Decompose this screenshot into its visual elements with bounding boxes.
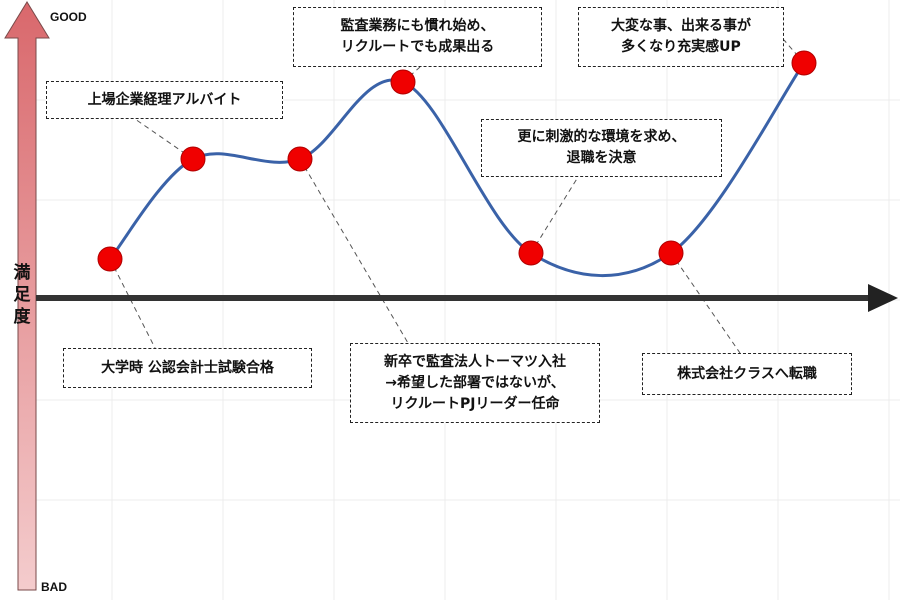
annotation-box: 上場企業経理アルバイト <box>46 81 283 119</box>
data-point-marker <box>791 50 817 76</box>
annotation-box: 新卒で監査法人トーマツ入社 →希望した部署ではないが、リクルートPJリーダー任命 <box>350 343 600 423</box>
y-bottom-label: BAD <box>41 580 67 594</box>
data-point-marker <box>518 240 544 266</box>
annotation-text: 株式会社クラスへ転職 <box>677 365 817 382</box>
annotation-box: 更に刺激的な環境を求め、退職を決意 <box>481 119 722 177</box>
data-point-marker <box>658 240 684 266</box>
y-axis-arrow <box>4 1 50 591</box>
annotation-box: 株式会社クラスへ転職 <box>642 353 852 395</box>
annotation-text: 更に刺激的な環境を求め、 <box>517 129 686 145</box>
annotation-box: 大変な事、出来る事が多くなり充実感UP <box>578 7 784 67</box>
annotation-text: 多くなり充実感UP <box>621 39 741 55</box>
annotation-text: 監査業務にも慣れ始め、 <box>340 18 495 34</box>
annotation-box: 監査業務にも慣れ始め、リクルートでも成果出る <box>293 7 542 67</box>
x-axis-arrowhead <box>868 284 898 312</box>
leader-line <box>670 252 741 354</box>
annotation-text: 大学時 公認会計士試験合格 <box>101 359 274 376</box>
annotation-text: 大変な事、出来る事が <box>611 18 751 34</box>
annotation-text: リクルートでも成果出る <box>340 39 495 55</box>
leader-line <box>530 176 579 254</box>
annotation-text: リクルートPJリーダー任命 <box>390 395 560 412</box>
annotation-box: 大学時 公認会計士試験合格 <box>63 348 312 388</box>
data-point-marker <box>287 146 313 172</box>
annotation-text: 退職を決意 <box>566 150 637 166</box>
annotation-text: →希望した部署ではないが、 <box>385 374 565 391</box>
annotation-text: 新卒で監査法人トーマツ入社 <box>384 353 566 370</box>
annotation-text: 上場企業経理アルバイト <box>87 91 242 108</box>
y-top-label: GOOD <box>50 10 87 24</box>
y-axis-title: 満足度 <box>13 263 31 327</box>
leader-line <box>109 258 156 349</box>
data-point-marker <box>390 69 416 95</box>
data-point-marker <box>97 246 123 272</box>
data-point-marker <box>180 146 206 172</box>
leader-line <box>299 158 409 344</box>
markers <box>97 50 817 272</box>
